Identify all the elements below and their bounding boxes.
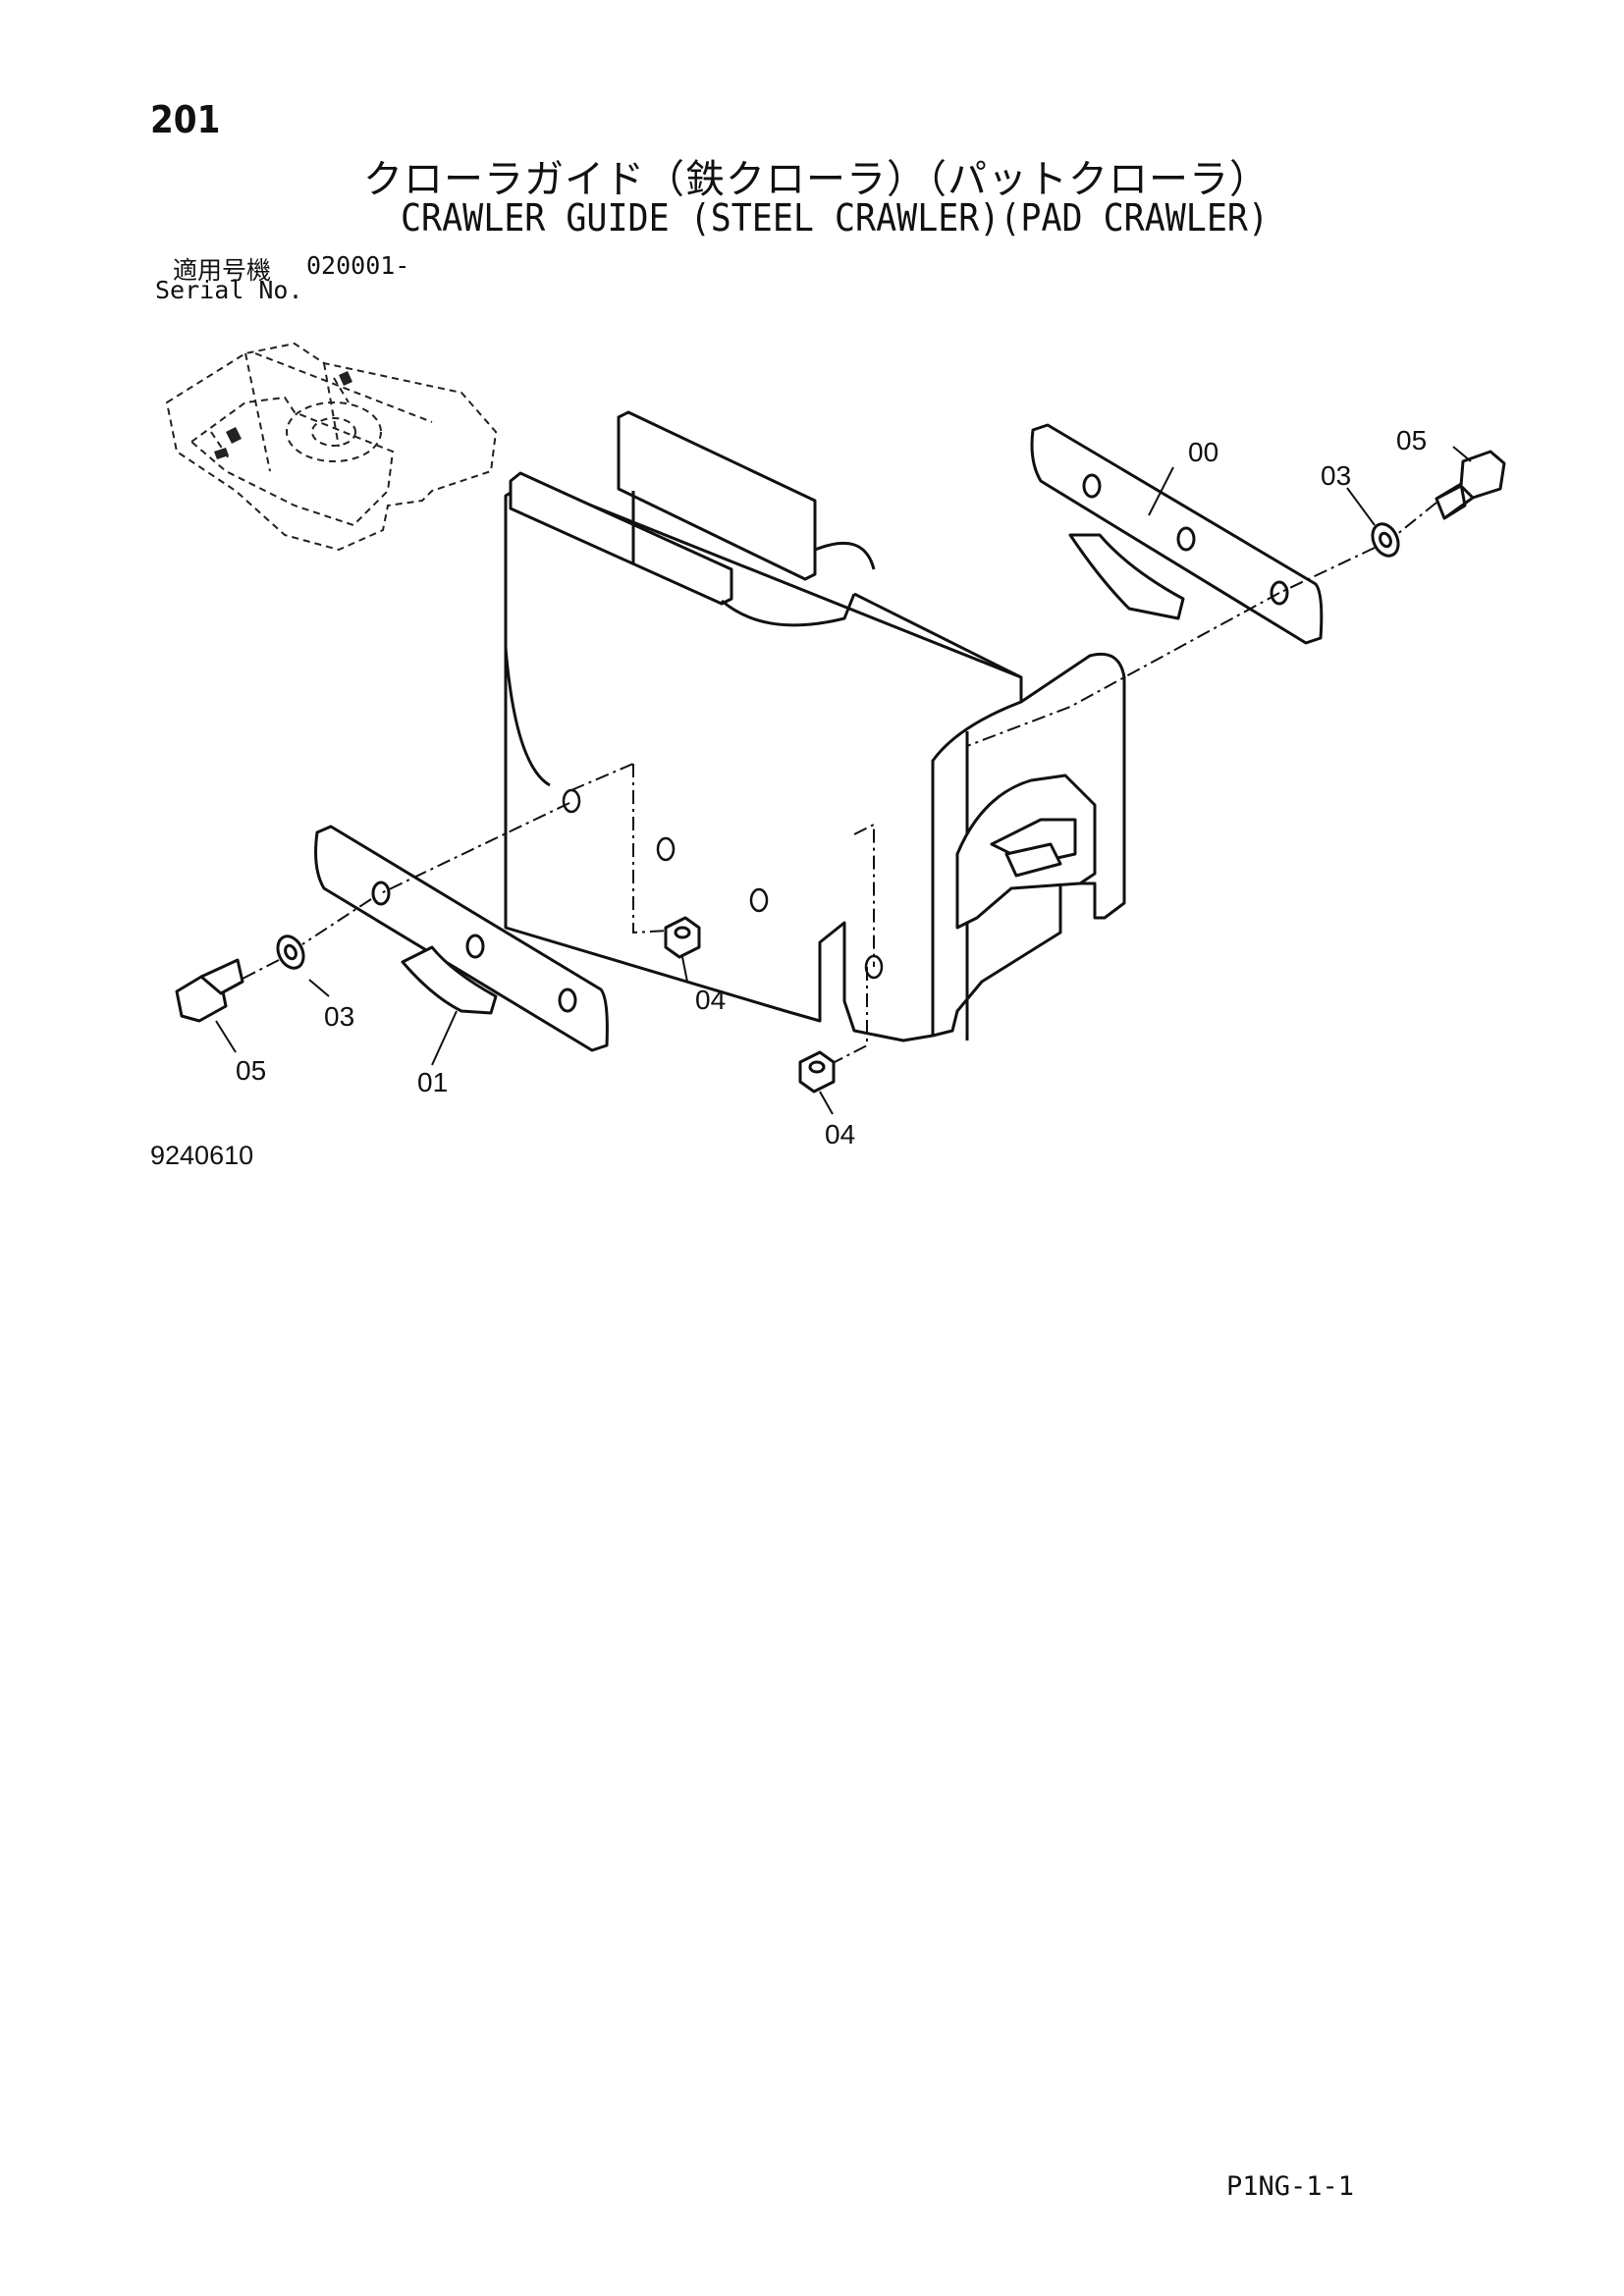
callout-05-left: 05: [236, 1055, 266, 1086]
crawler-frame: [504, 410, 1126, 1042]
assembly-lines: [240, 502, 1437, 1063]
washer-right: [1371, 522, 1400, 558]
left-guide-plate: [314, 825, 609, 1052]
callout-00: 00: [1188, 437, 1218, 467]
washer-left: [276, 934, 305, 970]
drawing-number: 9240610: [150, 1141, 254, 1170]
page-number: 201: [150, 98, 221, 141]
serial-number-value: 020001-: [306, 251, 410, 280]
key-map-highlights: [214, 371, 352, 459]
footer-page-code: P1NG-1-1: [1226, 2171, 1355, 2202]
callout-01: 01: [417, 1067, 448, 1097]
serial-label-japanese: 適用号機: [173, 256, 272, 285]
callout-03-left: 03: [324, 1001, 354, 1032]
nut-center: [664, 916, 701, 959]
serial-label-english: Serial No.: [155, 276, 303, 304]
right-guide-plate: [1030, 423, 1324, 645]
undercarriage-key-map: [165, 342, 498, 552]
callout-04-center: 04: [695, 985, 726, 1015]
page-title-english: CRAWLER GUIDE (STEEL CRAWLER)(PAD CRAWLE…: [401, 196, 1270, 240]
frame-bolt-holes: [562, 788, 884, 980]
bolt-right: [1435, 450, 1506, 520]
nut-bottom: [798, 1050, 836, 1094]
callout-04-bottom: 04: [825, 1119, 855, 1149]
callout-05-right: 05: [1396, 425, 1427, 455]
page-title-japanese: クローラガイド（鉄クローラ）（パットクローラ）: [363, 157, 1270, 202]
bolt-left: [175, 958, 244, 1023]
callout-03-right: 03: [1321, 460, 1351, 491]
leader-lines: [215, 446, 1472, 1115]
